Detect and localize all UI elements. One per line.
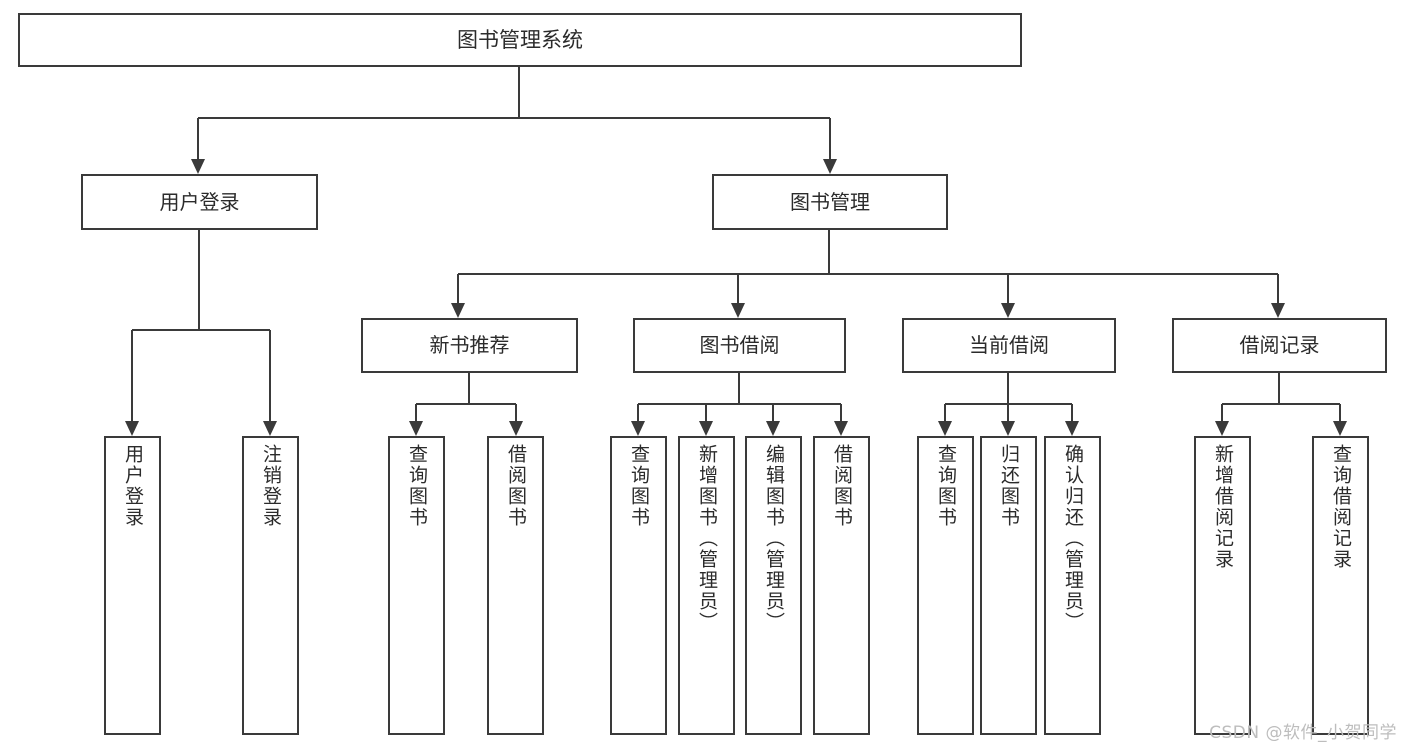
arrowhead-icon-borrow-1	[699, 421, 713, 436]
connector-bus-book-manage	[458, 272, 1278, 276]
connector-drop-user-login-1	[268, 330, 272, 421]
connector-drop-book-manage-0	[456, 274, 460, 303]
node-label: 图书管理系统	[457, 27, 583, 52]
node-label: 新增借阅记录	[1212, 444, 1234, 570]
connector-drop-book-manage-3	[1276, 274, 1280, 303]
node-leaf-user-login[interactable]: 用户登录	[104, 436, 161, 735]
arrowhead-icon-recommend-0	[409, 421, 423, 436]
node-label: 图书管理	[790, 189, 870, 214]
node-leaf-query-book-3[interactable]: 查询图书	[917, 436, 974, 735]
node-label: 借阅记录	[1239, 333, 1320, 357]
arrowhead-icon-book-manage-2	[1001, 303, 1015, 318]
node-leaf-add-book[interactable]: 新增图书（管理员）	[678, 436, 735, 735]
connector-drop-user-login-0	[130, 330, 134, 421]
arrowhead-icon-current-1	[1001, 421, 1015, 436]
connector-bus-recommend	[416, 402, 516, 406]
arrowhead-icon-book-manage-3	[1271, 303, 1285, 318]
node-label: 查询图书	[935, 444, 957, 528]
arrowhead-icon-user-login-0	[125, 421, 139, 436]
arrowhead-icon-borrow-0	[631, 421, 645, 436]
connector-stem-book-manage	[827, 230, 831, 274]
node-leaf-edit-book[interactable]: 编辑图书（管理员）	[745, 436, 802, 735]
arrowhead-icon-record-1	[1333, 421, 1347, 436]
arrowhead-icon-root-1	[823, 159, 837, 174]
node-label: 借阅图书	[831, 444, 853, 528]
node-label: 新增图书（管理员）	[696, 444, 718, 633]
connector-drop-borrow-1	[704, 404, 708, 421]
node-new-book-recommendation[interactable]: 新书推荐	[361, 318, 578, 373]
arrowhead-icon-current-2	[1065, 421, 1079, 436]
connector-drop-current-1	[1006, 404, 1010, 421]
connector-bus-borrow	[638, 402, 841, 406]
node-label: 用户登录	[159, 189, 240, 214]
connector-drop-recommend-1	[514, 404, 518, 421]
connector-stem-current	[1006, 373, 1010, 404]
connector-drop-root-0	[196, 118, 200, 159]
arrowhead-icon-user-login-1	[263, 421, 277, 436]
connector-drop-root-1	[828, 118, 832, 159]
node-label: 注销登录	[260, 444, 282, 528]
node-label: 编辑图书（管理员）	[763, 444, 785, 633]
node-label: 查询借阅记录	[1330, 444, 1352, 570]
node-label: 图书借阅	[699, 333, 780, 357]
connector-bus-user-login	[132, 328, 270, 332]
node-book-management-system[interactable]: 图书管理系统	[18, 13, 1022, 67]
connector-bus-root	[198, 116, 830, 120]
node-label: 借阅图书	[505, 444, 527, 528]
connector-drop-current-2	[1070, 404, 1074, 421]
node-leaf-query-book-1[interactable]: 查询图书	[388, 436, 445, 735]
node-label: 查询图书	[628, 444, 650, 528]
node-leaf-add-record[interactable]: 新增借阅记录	[1194, 436, 1251, 735]
connector-stem-recommend	[467, 373, 471, 404]
connector-drop-current-0	[943, 404, 947, 421]
node-leaf-query-record[interactable]: 查询借阅记录	[1312, 436, 1369, 735]
arrowhead-icon-record-0	[1215, 421, 1229, 436]
node-user-login[interactable]: 用户登录	[81, 174, 318, 230]
connector-drop-record-0	[1220, 404, 1224, 421]
connector-bus-record	[1222, 402, 1340, 406]
connector-stem-borrow	[737, 373, 741, 404]
arrowhead-icon-root-0	[191, 159, 205, 174]
arrowhead-icon-recommend-1	[509, 421, 523, 436]
arrowhead-icon-current-0	[938, 421, 952, 436]
connector-drop-book-manage-1	[736, 274, 740, 303]
node-label: 归还图书	[998, 444, 1020, 528]
node-leaf-user-logout[interactable]: 注销登录	[242, 436, 299, 735]
arrowhead-icon-book-manage-1	[731, 303, 745, 318]
node-leaf-borrow-book-2[interactable]: 借阅图书	[813, 436, 870, 735]
node-leaf-query-book-2[interactable]: 查询图书	[610, 436, 667, 735]
node-book-management[interactable]: 图书管理	[712, 174, 948, 230]
connector-stem-user-login	[197, 230, 201, 330]
connector-drop-recommend-0	[414, 404, 418, 421]
connector-stem-record	[1277, 373, 1281, 404]
node-book-borrowing[interactable]: 图书借阅	[633, 318, 846, 373]
node-label: 确认归还（管理员）	[1062, 444, 1084, 633]
connector-drop-book-manage-2	[1006, 274, 1010, 303]
arrowhead-icon-borrow-2	[766, 421, 780, 436]
node-label: 查询图书	[406, 444, 428, 528]
node-current-borrowing[interactable]: 当前借阅	[902, 318, 1116, 373]
csdn-watermark: CSDN @软件_小贺同学	[1209, 723, 1397, 743]
arrowhead-icon-borrow-3	[834, 421, 848, 436]
connector-drop-borrow-0	[636, 404, 640, 421]
connector-drop-borrow-3	[839, 404, 843, 421]
node-leaf-return-book[interactable]: 归还图书	[980, 436, 1037, 735]
node-label: 新书推荐	[429, 333, 510, 357]
node-leaf-confirm-return[interactable]: 确认归还（管理员）	[1044, 436, 1101, 735]
connector-drop-borrow-2	[771, 404, 775, 421]
node-borrowing-record[interactable]: 借阅记录	[1172, 318, 1387, 373]
connector-drop-record-1	[1338, 404, 1342, 421]
node-label: 用户登录	[122, 444, 144, 528]
arrowhead-icon-book-manage-0	[451, 303, 465, 318]
connector-stem-root	[517, 67, 521, 118]
node-label: 当前借阅	[969, 333, 1049, 357]
node-leaf-borrow-book-1[interactable]: 借阅图书	[487, 436, 544, 735]
